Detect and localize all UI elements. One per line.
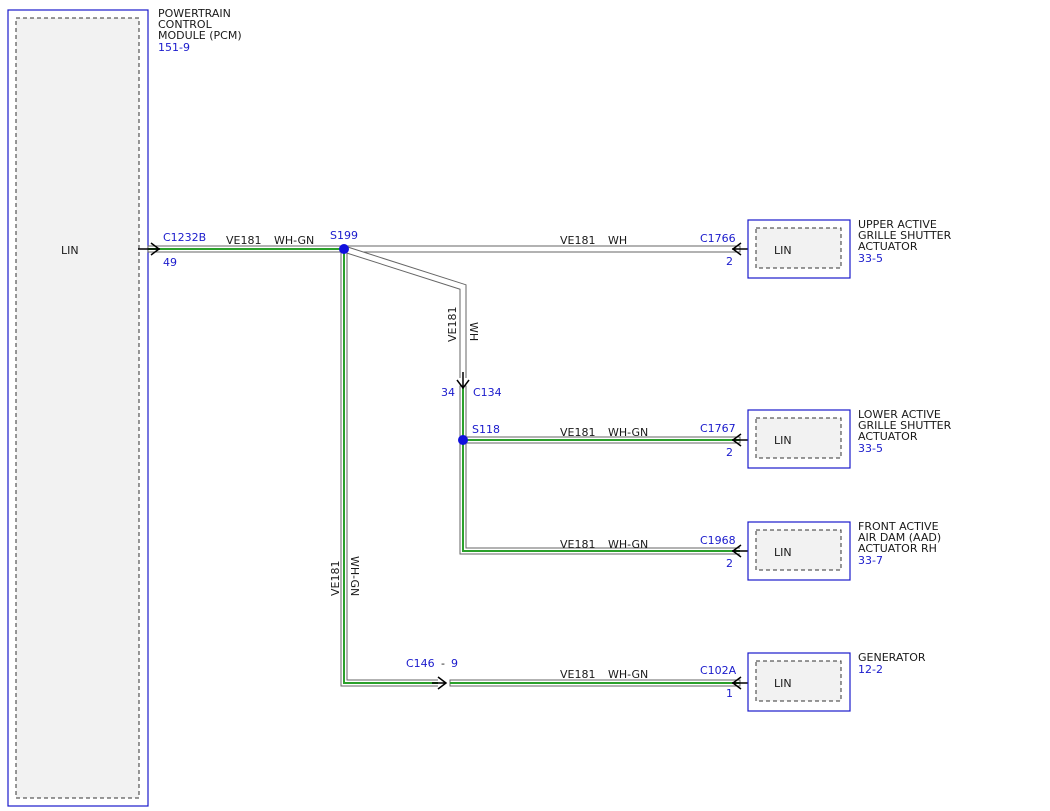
upper-pin-number: 2 [726, 255, 733, 268]
splice-s199-label[interactable]: S199 [330, 229, 358, 242]
wire-lower-circuit-label: VE181 [560, 426, 595, 439]
wires [147, 245, 741, 687]
aad-ref[interactable]: 33-7 [858, 554, 883, 567]
splice-s118-label[interactable]: S118 [472, 423, 500, 436]
lower-pin-label: LIN [774, 434, 792, 447]
c146-pin-number: 9 [451, 657, 458, 670]
upper-pin-label: LIN [774, 244, 792, 257]
c146-connector-label[interactable]: C146 [406, 657, 435, 670]
wire-c134-circuit-label: VE181 [446, 307, 459, 342]
module-lower-grille-shutter[interactable]: LIN [747, 409, 851, 469]
generator-pin-number: 1 [726, 687, 733, 700]
pcm-connector-arrow-icon [138, 242, 161, 256]
generator-title-line-1: GENERATOR [858, 651, 926, 664]
wire-c134-to-s118[interactable] [459, 385, 467, 441]
lower-title-line-1: LOWER ACTIVE [858, 408, 941, 421]
lower-title-line-2: GRILLE SHUTTER [858, 419, 952, 432]
wire-aad-color-label: WH-GN [608, 538, 648, 551]
wire-down-color-label: WH-GN [348, 556, 361, 596]
splice-s118-dot[interactable] [458, 435, 468, 445]
module-upper-grille-shutter[interactable]: LIN [747, 219, 851, 279]
pcm-module-inner [15, 17, 140, 799]
c146-separator: - [441, 657, 445, 670]
pcm-ref[interactable]: 151-9 [158, 41, 190, 54]
wire-upper-color-label: WH [608, 234, 627, 247]
pcm-pin-label: LIN [61, 244, 79, 257]
upper-ref[interactable]: 33-5 [858, 252, 883, 265]
c134-connector-label[interactable]: C134 [473, 386, 502, 399]
aad-connector-label[interactable]: C1968 [700, 534, 736, 547]
wire-s118-to-aad[interactable] [459, 440, 740, 555]
wire-s199-to-upper[interactable] [343, 245, 741, 253]
pcm-title-line-1: POWERTRAIN [158, 7, 231, 20]
pcm-title-line-2: CONTROL [158, 18, 213, 31]
module-front-air-dam[interactable]: LIN [747, 521, 851, 581]
c146-connector-arrow-icon [432, 676, 448, 690]
aad-title-line-2: AIR DAM (AAD) [858, 531, 941, 544]
module-generator[interactable]: LIN [747, 652, 851, 712]
aad-title-line-3: ACTUATOR RH [858, 542, 937, 555]
wire-generator-circuit-label: VE181 [560, 668, 595, 681]
wire-s199-to-c134[interactable] [342, 245, 467, 378]
upper-title-line-1: UPPER ACTIVE [858, 218, 937, 231]
pcm-pin-number: 49 [163, 256, 177, 269]
aad-title-line-1: FRONT ACTIVE [858, 520, 939, 533]
generator-ref[interactable]: 12-2 [858, 663, 883, 676]
aad-pin-label: LIN [774, 546, 792, 559]
upper-title-line-3: ACTUATOR [858, 240, 918, 253]
splice-s199-dot[interactable] [339, 244, 349, 254]
wire-upper-circuit-label: VE181 [560, 234, 595, 247]
upper-title-line-2: GRILLE SHUTTER [858, 229, 952, 242]
lower-ref[interactable]: 33-5 [858, 442, 883, 455]
wire-s199-down[interactable] [340, 249, 438, 687]
wire-generator-color-label: WH-GN [608, 668, 648, 681]
c134-pin-number: 34 [441, 386, 455, 399]
lower-connector-label[interactable]: C1767 [700, 422, 736, 435]
lower-pin-number: 2 [726, 446, 733, 459]
pcm-connector-label[interactable]: C1232B [163, 231, 206, 244]
wire-aad-circuit-label: VE181 [560, 538, 595, 551]
wire-pcm-circuit-label: VE181 [226, 234, 261, 247]
wire-pcm-color-label: WH-GN [274, 234, 314, 247]
wire-s118-to-lower[interactable] [462, 436, 741, 444]
pcm-title-line-3: MODULE (PCM) [158, 29, 242, 42]
aad-pin-number: 2 [726, 557, 733, 570]
c134-connector-arrow-icon [456, 372, 470, 390]
upper-connector-label[interactable]: C1766 [700, 232, 736, 245]
wire-down-circuit-label: VE181 [329, 561, 342, 596]
lower-title-line-3: ACTUATOR [858, 430, 918, 443]
generator-connector-label[interactable]: C102A [700, 664, 737, 677]
wire-c134-color-label: WH [467, 322, 480, 341]
wire-lower-color-label: WH-GN [608, 426, 648, 439]
generator-pin-label: LIN [774, 677, 792, 690]
pcm-module[interactable]: LIN [7, 9, 149, 807]
